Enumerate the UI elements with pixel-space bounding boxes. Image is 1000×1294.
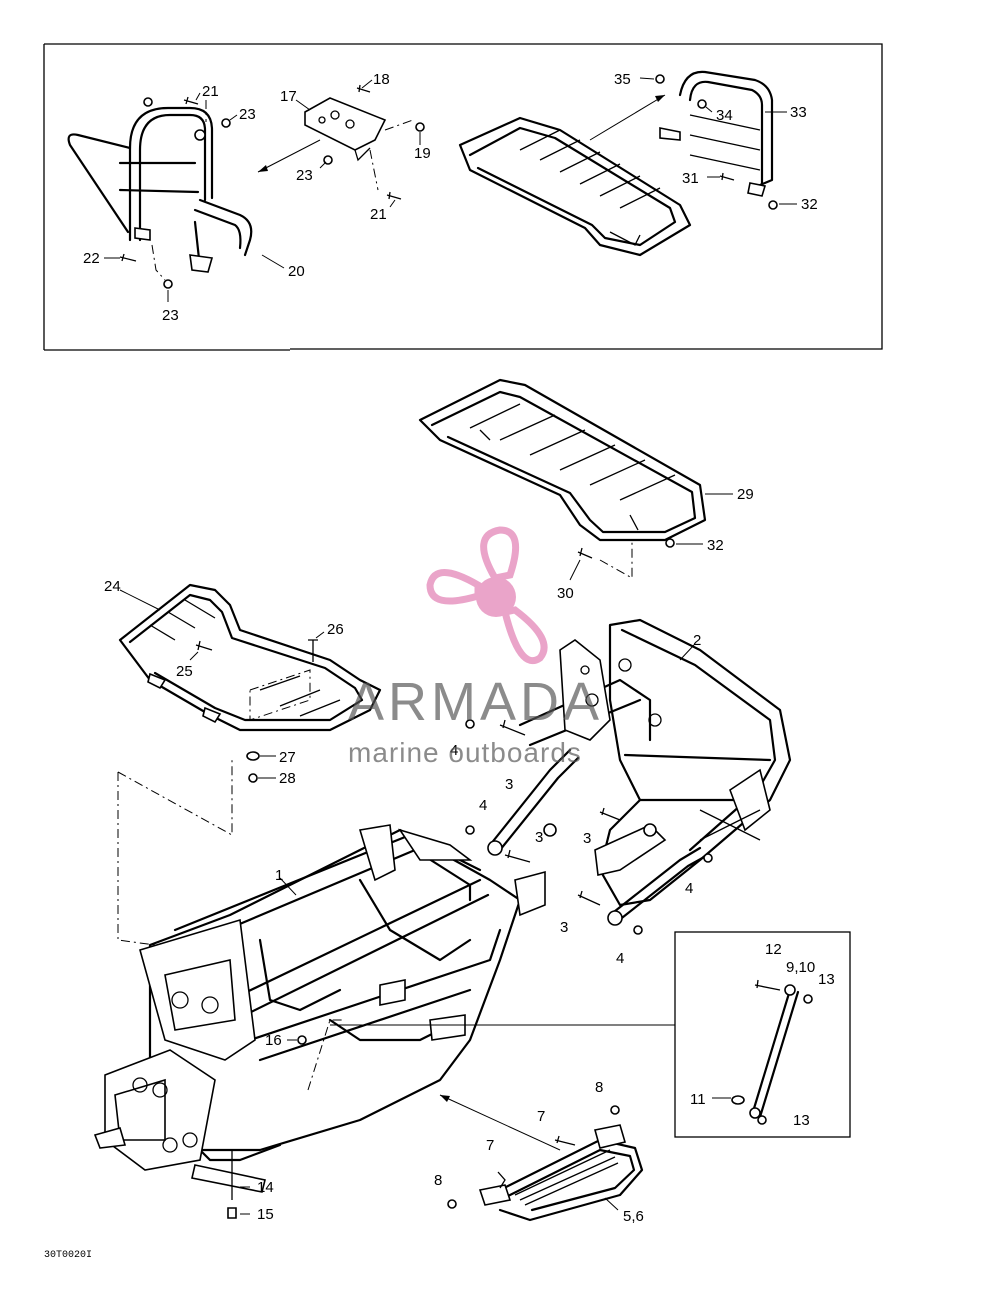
frame-small-parts (191, 1019, 345, 1219)
callout-4: 4 (685, 880, 693, 897)
callout-35: 35 (614, 71, 631, 88)
callout-26: 26 (327, 621, 344, 638)
callout-27: 27 (279, 749, 296, 766)
callout-14: 14 (257, 1179, 274, 1196)
callout-13: 13 (818, 971, 835, 988)
callout-28: 28 (279, 770, 296, 787)
callout-11: 11 (690, 1091, 706, 1108)
watermark-brand: ARMADA (348, 672, 603, 732)
callout-9-10: 9,10 (786, 959, 815, 976)
callout-7: 7 (486, 1137, 494, 1154)
main-frame (93, 824, 546, 1171)
callout-20: 20 (288, 263, 305, 280)
callout-4: 4 (616, 950, 624, 967)
figure-code: 30T0020I (44, 1250, 92, 1261)
callout-12: 12 (765, 941, 782, 958)
callout-8: 8 (434, 1172, 442, 1189)
callout-4: 4 (450, 742, 458, 759)
propeller-icon (426, 526, 548, 665)
callout-labels: 21 23 18 17 19 23 21 22 20 23 35 34 33 3… (83, 71, 835, 1225)
callout-3: 3 (535, 829, 543, 846)
callout-3: 3 (583, 830, 591, 847)
footrest (447, 1105, 644, 1222)
rear-bumper (655, 70, 778, 210)
leader-lines (104, 77, 797, 1215)
callout-18: 18 (373, 71, 390, 88)
callout-23: 23 (296, 167, 313, 184)
callout-22: 22 (83, 250, 100, 267)
callout-13: 13 (793, 1112, 810, 1129)
callout-15: 15 (257, 1206, 274, 1223)
callout-23: 23 (239, 106, 256, 123)
callout-8: 8 (595, 1079, 603, 1096)
callout-30: 30 (557, 585, 574, 602)
rear-rack (418, 378, 707, 542)
front-rack-hardware (117, 639, 318, 946)
struts (465, 719, 713, 935)
watermark-logo: ARMADA marine outboards (348, 526, 603, 768)
callout-16: 16 (265, 1032, 282, 1049)
callout-17: 17 (280, 88, 297, 105)
mounting-plate (304, 84, 425, 200)
callout-3: 3 (505, 776, 513, 793)
callout-34: 34 (716, 107, 733, 124)
callout-3: 3 (560, 919, 568, 936)
callout-2: 2 (693, 632, 701, 649)
watermark-tagline: marine outboards (348, 737, 582, 768)
callout-21: 21 (370, 206, 387, 223)
callout-33: 33 (790, 104, 807, 121)
callout-32: 32 (707, 537, 724, 554)
front-bumper (67, 97, 253, 273)
callout-5-6: 5,6 (623, 1208, 644, 1225)
inset-rear-rack (458, 116, 692, 257)
rear-frame (518, 618, 792, 907)
callout-1: 1 (275, 867, 283, 884)
callout-29: 29 (737, 486, 754, 503)
bumper-hardware (119, 96, 231, 289)
callout-24: 24 (104, 578, 121, 595)
rear-rack-hardware (577, 538, 675, 579)
callout-4: 4 (479, 797, 487, 814)
callout-32: 32 (801, 196, 818, 213)
inset-box (43, 43, 883, 351)
callout-23: 23 (162, 307, 179, 324)
front-rack (118, 583, 382, 732)
callout-25: 25 (176, 663, 193, 680)
callout-7: 7 (537, 1108, 545, 1125)
detail-box (330, 931, 851, 1138)
callout-31: 31 (682, 170, 699, 187)
callout-19: 19 (414, 145, 431, 162)
callout-21: 21 (202, 83, 219, 100)
